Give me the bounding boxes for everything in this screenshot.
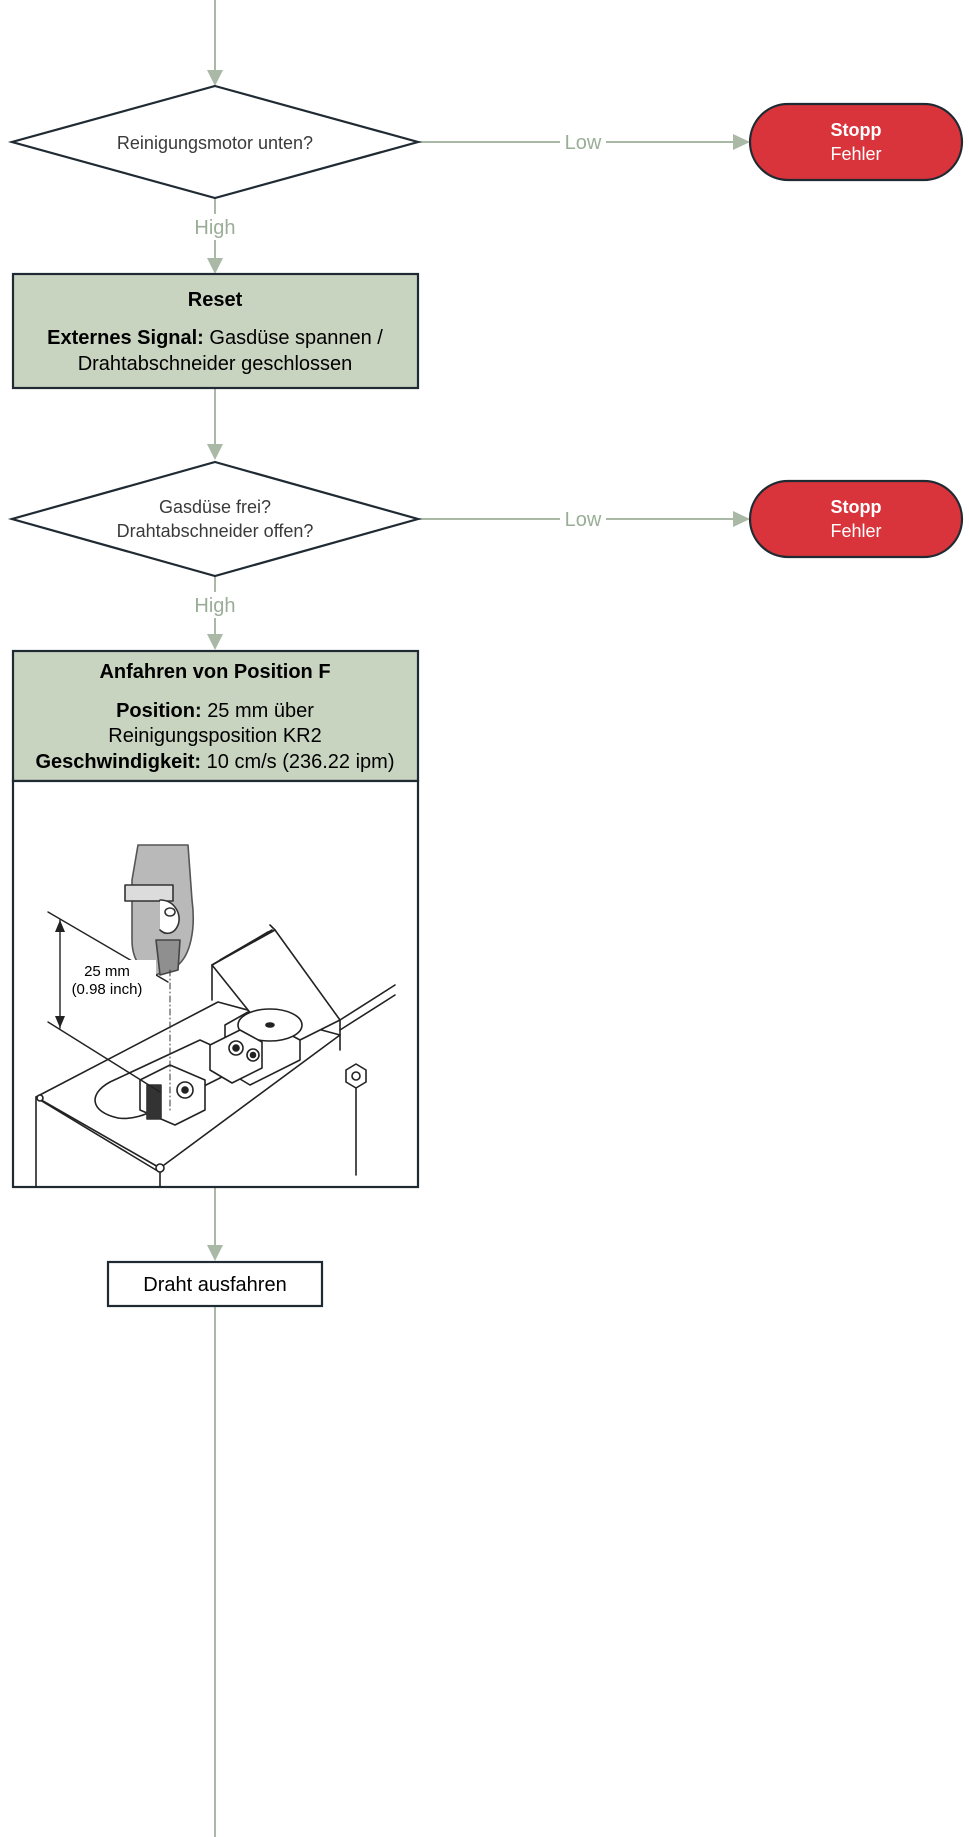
decision2-high-label: High — [194, 595, 235, 617]
reset-node: Reset Externes Signal: Gasdüse spannen /… — [11, 272, 420, 390]
stop1-title: Stopp — [831, 120, 882, 140]
stop2-title: Stopp — [831, 497, 882, 517]
dim-label-inch: (0.98 inch) — [72, 981, 143, 998]
torch-tip — [155, 939, 181, 976]
decision2-node: Gasdüse frei? Drahtabschneider offen? — [7, 460, 423, 578]
clamp-block — [209, 1029, 263, 1084]
decision2-line1: Gasdüse frei? — [159, 497, 271, 517]
base-plate-front-side — [39, 1099, 157, 1171]
reset-signal-line2: Drahtabschneider geschlossen — [78, 353, 353, 375]
arrowhead-into-stop1 — [733, 134, 750, 150]
stop2-subtitle: Fehler — [830, 521, 881, 541]
decision1-node: Reinigungsmotor unten? — [7, 84, 423, 200]
wire-text: Draht ausfahren — [143, 1274, 286, 1296]
reset-title: Reset — [188, 289, 243, 311]
torch-clamp — [124, 884, 174, 902]
dim-reference-bottom — [47, 1021, 161, 1093]
stop2-terminal — [748, 479, 964, 559]
arrowhead-into-decision1 — [207, 70, 223, 86]
position-line2: Reinigungsposition KR2 — [108, 725, 321, 747]
decision2-diamond — [7, 460, 423, 578]
decision2-low-label: Low — [565, 509, 602, 531]
left-screw — [36, 1094, 44, 1102]
corner-screw — [155, 1163, 165, 1173]
position-node: Anfahren von Position F Position: 25 mm … — [11, 649, 420, 1189]
stop2-node: Stopp Fehler — [748, 479, 964, 559]
dim-label-mm: 25 mm — [84, 963, 130, 980]
arrowhead-into-wire-box — [207, 1245, 223, 1261]
reset-box — [11, 272, 420, 390]
back-housing-back-edge — [269, 924, 276, 931]
arrowhead-into-reset — [207, 258, 223, 274]
decision1-diamond — [7, 84, 423, 200]
position-title: Anfahren von Position F — [99, 661, 330, 683]
decision1-low-label: Low — [565, 132, 602, 154]
cleaning-station-illustration — [35, 844, 396, 1188]
right-bolt — [345, 1063, 367, 1089]
stop1-subtitle: Fehler — [830, 144, 881, 164]
arrowhead-into-decision2 — [207, 444, 223, 460]
position-line1: Position: 25 mm über — [116, 700, 314, 722]
reset-signal-line1: Externes Signal: Gasdüse spannen / — [47, 327, 383, 349]
arrowhead-into-position-box — [207, 634, 223, 650]
wire-box — [106, 1260, 324, 1308]
wire-node: Draht ausfahren — [106, 1260, 324, 1308]
arrowhead-into-stop2 — [733, 511, 750, 527]
stop1-node: Stopp Fehler — [748, 102, 964, 182]
position-speed: Geschwindigkeit: 10 cm/s (236.22 ipm) — [35, 751, 394, 773]
decision1-text: Reinigungsmotor unten? — [117, 133, 313, 153]
stop1-terminal — [748, 102, 964, 182]
decision2-line2: Drahtabschneider offen? — [117, 521, 314, 541]
decision1-high-label: High — [194, 217, 235, 239]
edge-labels: Low High Low High — [190, 128, 606, 618]
